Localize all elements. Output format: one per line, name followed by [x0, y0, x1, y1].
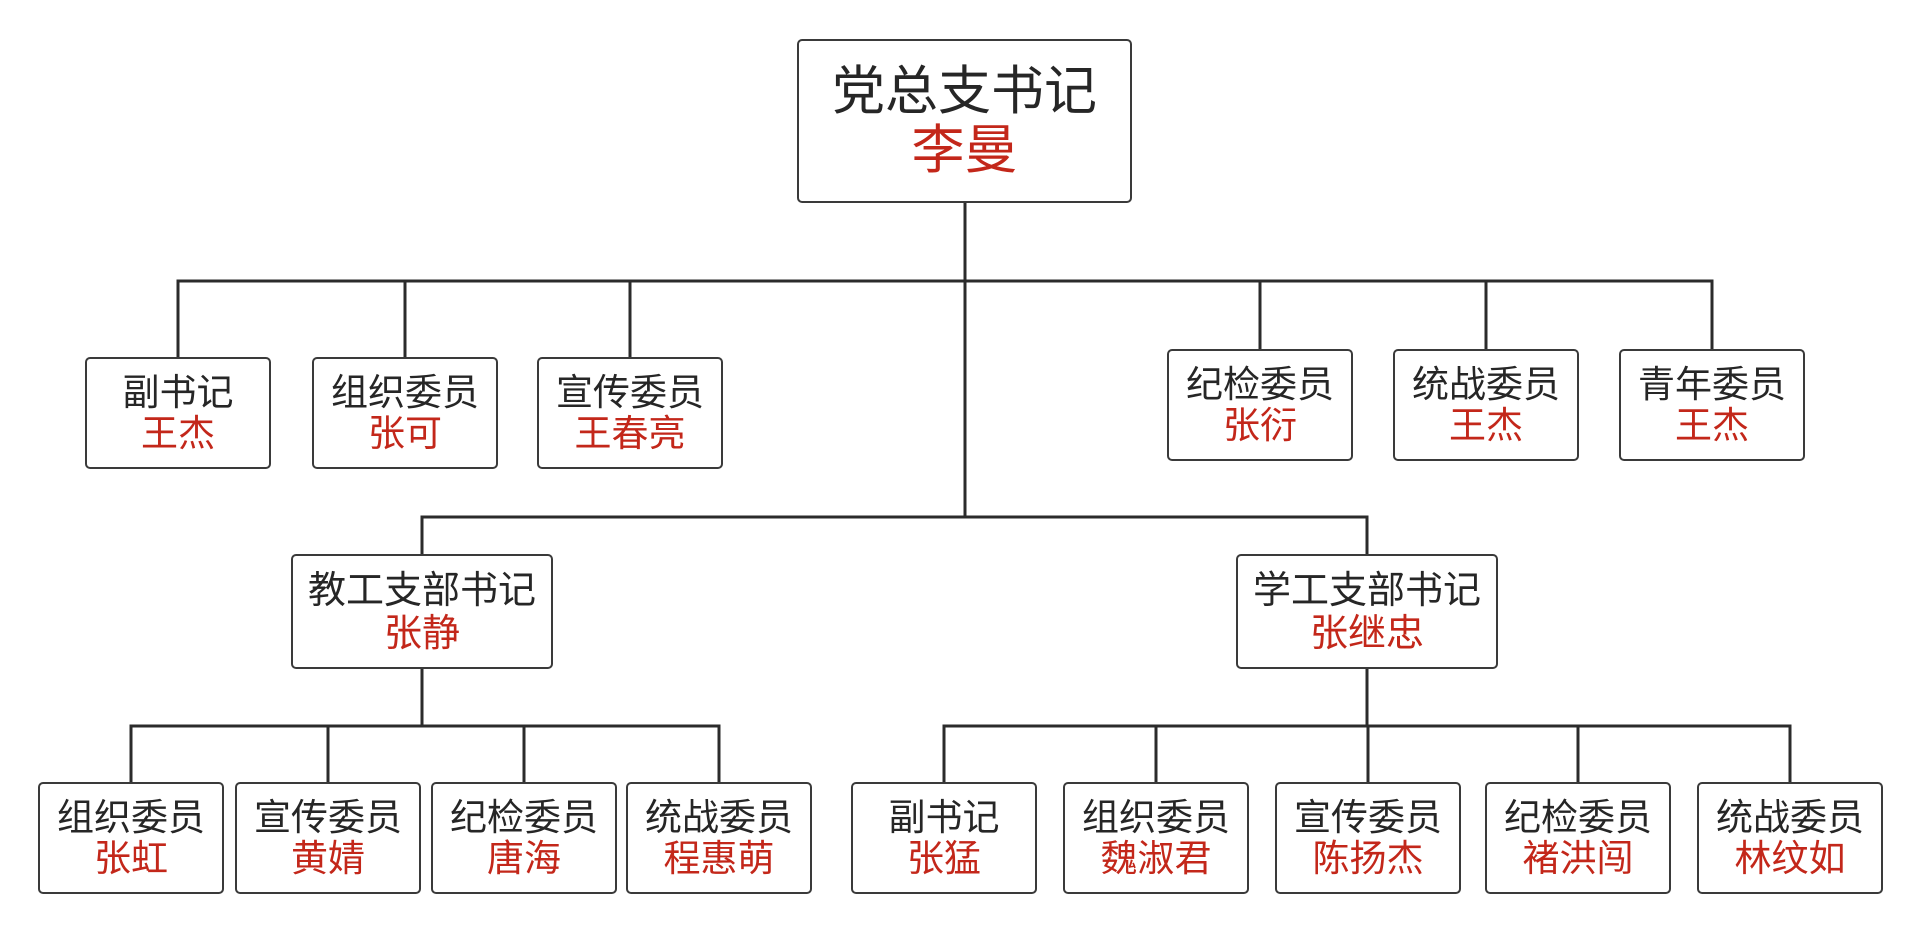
node-teaching-staff-branch-secretary: 教工支部书记 张静	[291, 554, 553, 669]
node-student-affairs-branch-secretary: 学工支部书记 张继忠	[1236, 554, 1498, 669]
node-person: 褚洪闯	[1522, 837, 1634, 880]
node-person: 魏淑君	[1100, 837, 1212, 880]
node-role: 组织委员	[1082, 795, 1230, 839]
node-role: 青年委员	[1638, 362, 1786, 406]
node-role: 宣传委员	[1294, 795, 1442, 839]
node-committee-discipline: 纪检委员 张衍	[1167, 349, 1353, 461]
node-role: 组织委员	[57, 795, 205, 839]
node-role: 组织委员	[331, 370, 479, 414]
node-branch2-publicity: 宣传委员 陈扬杰	[1275, 782, 1461, 894]
node-person: 王杰	[141, 412, 215, 455]
node-branch2-organization: 组织委员 魏淑君	[1063, 782, 1249, 894]
node-person: 王春亮	[574, 412, 686, 455]
node-person: 王杰	[1675, 404, 1749, 447]
node-role: 纪检委员	[1504, 795, 1652, 839]
node-role: 纪检委员	[1186, 362, 1334, 406]
node-person: 张猛	[907, 837, 981, 880]
node-branch2-united-front: 统战委员 林纹如	[1697, 782, 1883, 894]
node-committee-united-front: 统战委员 王杰	[1393, 349, 1579, 461]
node-role: 统战委员	[1716, 795, 1864, 839]
node-general-branch-secretary: 党总支书记 李曼	[797, 39, 1132, 203]
node-committee-organization: 组织委员 张可	[312, 357, 498, 469]
node-role: 统战委员	[645, 795, 793, 839]
node-person: 张继忠	[1309, 610, 1424, 655]
node-branch1-united-front: 统战委员 程惠萌	[626, 782, 812, 894]
node-branch1-discipline: 纪检委员 唐海	[431, 782, 617, 894]
node-branch2-discipline: 纪检委员 褚洪闯	[1485, 782, 1671, 894]
node-branch2-deputy-secretary: 副书记 张猛	[851, 782, 1037, 894]
node-role: 宣传委员	[254, 795, 402, 839]
node-role: 党总支书记	[832, 60, 1097, 122]
node-branch1-publicity: 宣传委员 黄婧	[235, 782, 421, 894]
node-person: 张静	[383, 610, 460, 655]
node-role: 宣传委员	[556, 370, 704, 414]
node-person: 张虹	[94, 837, 168, 880]
node-branch1-organization: 组织委员 张虹	[38, 782, 224, 894]
node-role: 学工支部书记	[1252, 567, 1481, 612]
node-committee-publicity: 宣传委员 王春亮	[537, 357, 723, 469]
node-role: 教工支部书记	[307, 567, 536, 612]
node-person: 陈扬杰	[1312, 837, 1424, 880]
node-person: 程惠萌	[663, 837, 775, 880]
node-committee-deputy-secretary: 副书记 王杰	[85, 357, 271, 469]
node-role: 统战委员	[1412, 362, 1560, 406]
node-person: 张衍	[1223, 404, 1297, 447]
node-person: 王杰	[1449, 404, 1523, 447]
node-committee-youth: 青年委员 王杰	[1619, 349, 1805, 461]
node-person: 黄婧	[291, 837, 365, 880]
node-person: 张可	[368, 412, 442, 455]
node-role: 副书记	[888, 795, 1000, 839]
node-person: 唐海	[487, 837, 561, 880]
node-role: 纪检委员	[450, 795, 598, 839]
node-person: 李曼	[911, 120, 1018, 181]
node-person: 林纹如	[1734, 837, 1846, 880]
node-role: 副书记	[122, 370, 234, 414]
